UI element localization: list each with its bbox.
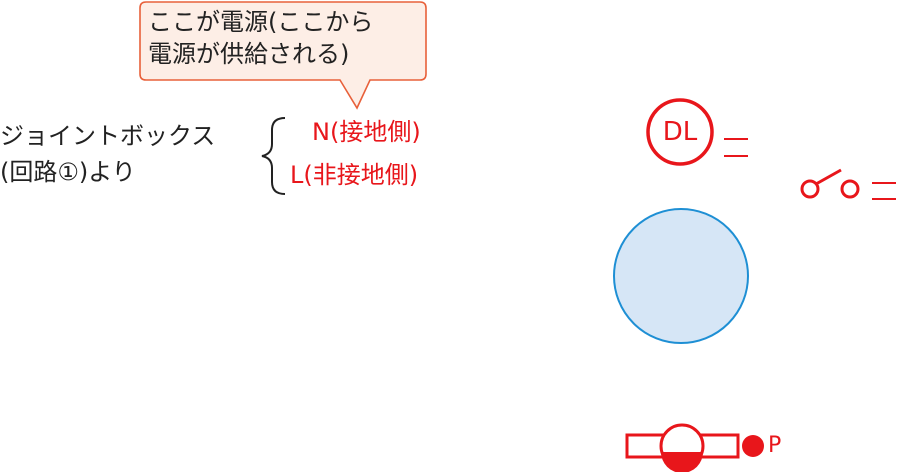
junction-box-source-label: ジョイントボックス (回路①)より <box>0 118 215 190</box>
downlight-label: DL <box>662 117 698 147</box>
junction-box-line-1: ジョイントボックス <box>0 122 216 150</box>
curly-brace <box>261 117 286 195</box>
downlight-symbol <box>646 98 714 166</box>
switch-contact-left <box>800 179 820 199</box>
switch-contact-right <box>840 179 860 199</box>
junction-box-line-2: (回路①)より <box>0 158 136 186</box>
junction-box-circle <box>613 208 749 344</box>
switch-lever <box>815 168 842 186</box>
outlet-circle-lower-fill <box>661 452 703 472</box>
callout-text: ここが電源(ここから 電源が供給される) <box>148 6 428 70</box>
callout-line-1: ここが電源(ここから <box>148 8 374 36</box>
live-wire-label: L(非接地側) <box>290 161 419 189</box>
callout-bubble <box>139 1 427 110</box>
outlet-terminal-dot <box>742 435 764 457</box>
outlet-label: P <box>768 433 782 458</box>
callout-line-2: 電源が供給される) <box>148 40 350 68</box>
neutral-wire-label: N(接地側) <box>312 118 421 146</box>
